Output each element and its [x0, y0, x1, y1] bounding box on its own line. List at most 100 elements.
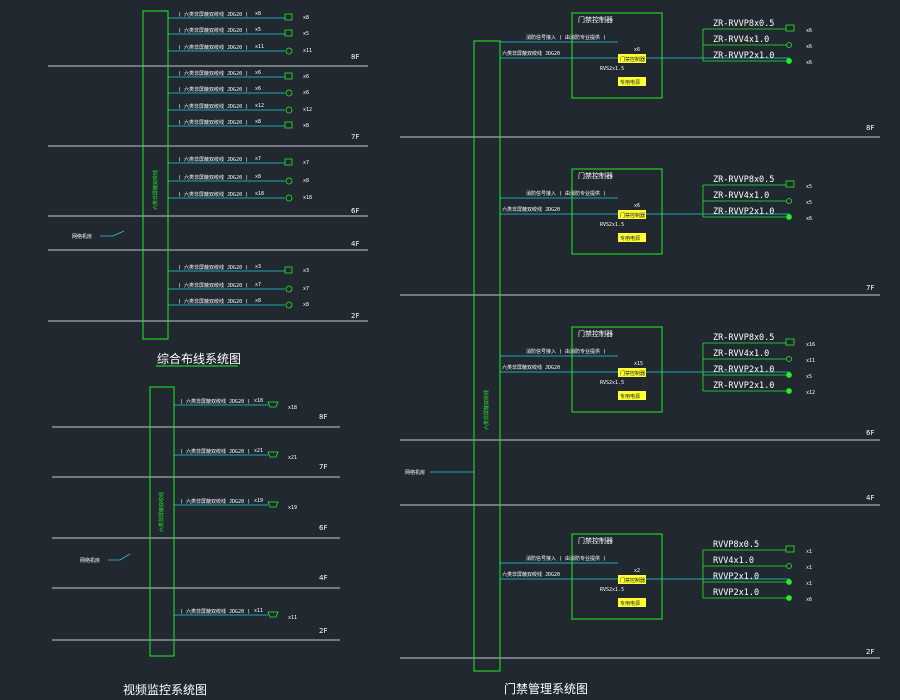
access-floor-label: 7F — [866, 284, 874, 292]
output-cable-label: ZR-RVV4x1.0 — [713, 349, 769, 359]
cabling-floor-label: 4F — [351, 240, 359, 248]
video-branch-count: x11 — [254, 608, 263, 614]
cabling-branch-count: x7 — [255, 282, 261, 288]
cabling-floor-label: 8F — [351, 53, 359, 61]
output-cable-label: ZR-RVV4x1.0 — [713, 35, 769, 45]
output-count: x5 — [806, 184, 812, 190]
controller-box — [571, 168, 663, 255]
access-riser-label: 六类非屏蔽双绞线 — [483, 390, 490, 430]
cabling-floor-label: 6F — [351, 207, 359, 215]
exit-button-icon — [786, 58, 792, 64]
output-count: x6 — [806, 28, 812, 34]
cabling-diagram: 8F 7F 6F 4F 2F 六类非屏蔽双绞线 ( 六类非屏蔽双绞线 JDG20… — [48, 10, 368, 367]
video-network-lead — [108, 553, 131, 561]
network-socket-icon — [285, 301, 293, 309]
video-branch-count: x18 — [254, 398, 263, 404]
cabling-outlet-count: x6 — [303, 74, 309, 80]
output-cable-label: ZR-RVVP2x1.0 — [713, 381, 774, 391]
controller-box — [571, 12, 663, 99]
card-reader-icon — [785, 24, 795, 32]
cabling-outlet-count: x6 — [303, 90, 309, 96]
power-box — [618, 598, 646, 607]
cabling-wire-label: ( 六类非屏蔽双绞线 JDG20 ) — [178, 174, 248, 181]
controller-tag: x6 — [634, 47, 640, 53]
camera-icon — [267, 451, 279, 458]
cabling-branch-count: x3 — [255, 264, 261, 270]
output-count: x12 — [806, 390, 815, 396]
output-cable-label: ZR-RVVP8x0.5 — [713, 175, 774, 185]
exit-button-icon — [786, 214, 792, 220]
power-box — [618, 233, 646, 242]
cabling-wire-label: ( 六类非屏蔽双绞线 JDG20 ) — [178, 119, 248, 126]
power-box-label: 专用电源 — [620, 600, 640, 607]
cabling-wire-label: ( 六类非屏蔽双绞线 JDG20 ) — [178, 27, 248, 34]
cabling-network-lead — [100, 230, 125, 237]
cabling-branch-count: x6 — [255, 70, 261, 76]
panel-box-label: 门禁控制器 — [620, 56, 645, 63]
power-wire-label: RVS2x1.5 — [600, 380, 624, 386]
power-wire-label: RVS2x1.5 — [600, 222, 624, 228]
controller-wire-label: 六类非屏蔽双绞线 JDG20 — [502, 206, 560, 213]
output-cable-label: ZR-RVVP2x1.0 — [713, 51, 774, 61]
controller-title: 门禁控制器 — [578, 536, 613, 545]
data-outlet-icon — [284, 13, 293, 21]
cabling-branch-count: x8 — [255, 119, 261, 125]
cabling-branches: ( 六类非屏蔽双绞线 JDG20 ) x8 x8 ( 六类非屏蔽双绞线 JDG20 )… — [168, 11, 312, 309]
cabling-branch-count: x8 — [255, 174, 261, 180]
camera-count: x19 — [288, 505, 297, 511]
cabling-outlet-count: x18 — [303, 195, 312, 201]
network-socket-icon — [285, 89, 293, 97]
card-reader-icon — [785, 545, 795, 553]
camera-icon — [267, 401, 279, 408]
video-wire-label: ( 六类非屏蔽双绞线 JDG20 ) — [180, 398, 250, 405]
video-wire-label: ( 六类非屏蔽双绞线 JDG20 ) — [180, 448, 250, 455]
cabling-outlet-count: x8 — [303, 302, 309, 308]
video-riser-label: 六类非屏蔽双绞线 — [158, 492, 165, 532]
access-title: 门禁管理系统图 — [504, 681, 588, 696]
panel-box-label: 门禁控制器 — [620, 212, 645, 219]
panel-box-label: 门禁控制器 — [620, 370, 645, 377]
video-wire-label: ( 六类非屏蔽双绞线 JDG20 ) — [180, 608, 250, 615]
cabling-floor-label: 2F — [351, 312, 359, 320]
video-floor-label: 7F — [319, 463, 327, 471]
access-riser — [473, 40, 501, 672]
access-floor-label: 4F — [866, 494, 874, 502]
cabling-outlet-count: x5 — [303, 31, 309, 37]
card-reader-icon — [785, 338, 795, 346]
access-network-label: 网络机房 — [405, 469, 425, 476]
cabling-riser — [142, 10, 169, 340]
output-cable-label: ZR-RVVP8x0.5 — [713, 19, 774, 29]
fire-signal-label: 消防信号接入 ( 由消防专业提供 ) — [526, 555, 606, 562]
panel-box — [618, 210, 646, 219]
output-count: x6 — [806, 60, 812, 66]
exit-button-icon — [786, 388, 792, 394]
controller-wire-label: 六类非屏蔽双绞线 JDG20 — [502, 364, 560, 371]
output-cable-label: RVVP8x0.5 — [713, 540, 759, 550]
output-cable-label: ZR-RVV4x1.0 — [713, 191, 769, 201]
cabling-branch-count: x8 — [255, 11, 261, 17]
cabling-outlet-count: x7 — [303, 160, 309, 166]
video-floor-label: 2F — [319, 627, 327, 635]
cabling-outlet-count: x7 — [303, 286, 309, 292]
cabling-branch-count: x12 — [255, 103, 264, 109]
power-wire-label: RVS2x1.5 — [600, 587, 624, 593]
cabling-branch-count: x18 — [255, 191, 264, 197]
cabling-branch-count: x6 — [255, 86, 261, 92]
fire-signal-label: 消防信号接入 ( 由消防专业提供 ) — [526, 348, 606, 355]
cabling-outlet-count: x8 — [303, 15, 309, 21]
camera-count: x21 — [288, 455, 297, 461]
power-box — [618, 77, 646, 86]
controller-box — [571, 326, 663, 413]
lock-icon — [786, 42, 792, 48]
output-cable-label: RVV4x1.0 — [713, 556, 754, 566]
video-riser — [149, 386, 175, 657]
cabling-wire-label: ( 六类非屏蔽双绞线 JDG20 ) — [178, 103, 248, 110]
controller-wire-label: 六类非屏蔽双绞线 JDG20 — [502, 50, 560, 57]
panel-box-label: 门禁控制器 — [620, 577, 645, 584]
lock-icon — [786, 356, 792, 362]
exit-button-icon — [786, 579, 792, 585]
network-socket-icon — [285, 106, 293, 114]
